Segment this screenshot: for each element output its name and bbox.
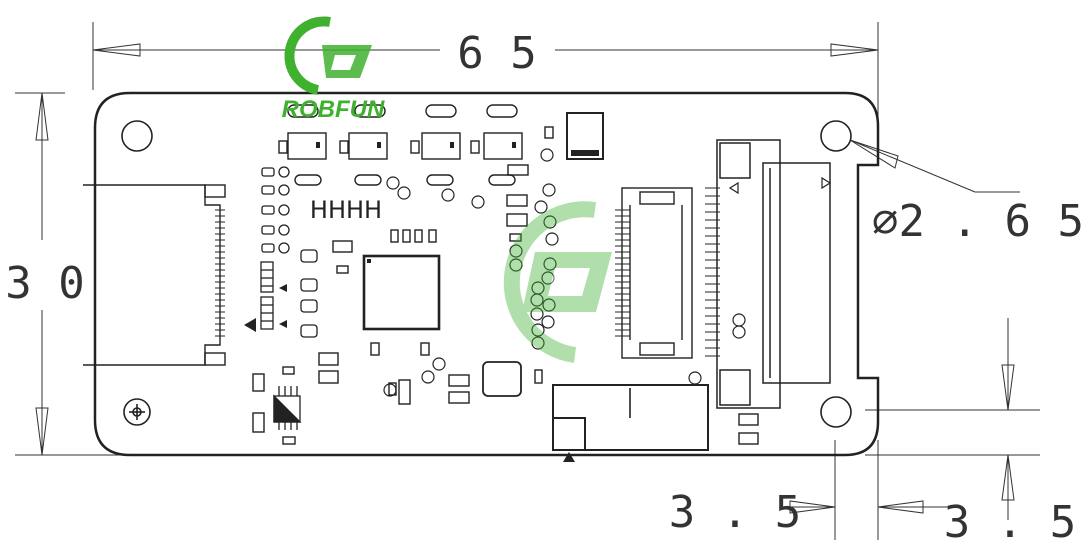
mounting-hole [820,396,852,428]
right-header-connector [705,139,831,409]
main-ic [362,254,441,331]
robfun-brand-text: ROBFUN [282,96,385,123]
middle-fpc-connector [615,187,693,359]
dim-offset-y-label: 3 . 5 [944,497,1076,548]
dim-offset-x-label: 3 . 5 [669,487,801,538]
silkscreen-label: HHHH [310,196,382,224]
dim-hole-label: ∅2 . 6 5 [872,196,1084,247]
mounting-holes [121,120,852,428]
left-ffc-connector [83,184,226,366]
bottom-module [552,384,709,451]
robfun-watermark-icon [503,201,612,363]
inductor [482,361,522,397]
mounting-hole [820,120,852,152]
dimension-lines [15,22,1040,540]
mounting-hole [123,398,151,426]
bottom-pin-marker [563,452,575,462]
square-component [566,112,604,160]
mounting-hole [121,120,153,152]
resistor-arrays [260,249,318,338]
pin1-marker [244,318,256,332]
dim-width-label: 6 5 [457,28,536,79]
transistor-row [278,104,523,186]
passives [252,126,759,445]
dim-height-label: 3 0 [5,258,84,309]
sot-chip [273,386,302,430]
led-column [261,166,290,254]
pcb-outline [93,91,880,457]
robfun-logo-icon [284,16,372,95]
